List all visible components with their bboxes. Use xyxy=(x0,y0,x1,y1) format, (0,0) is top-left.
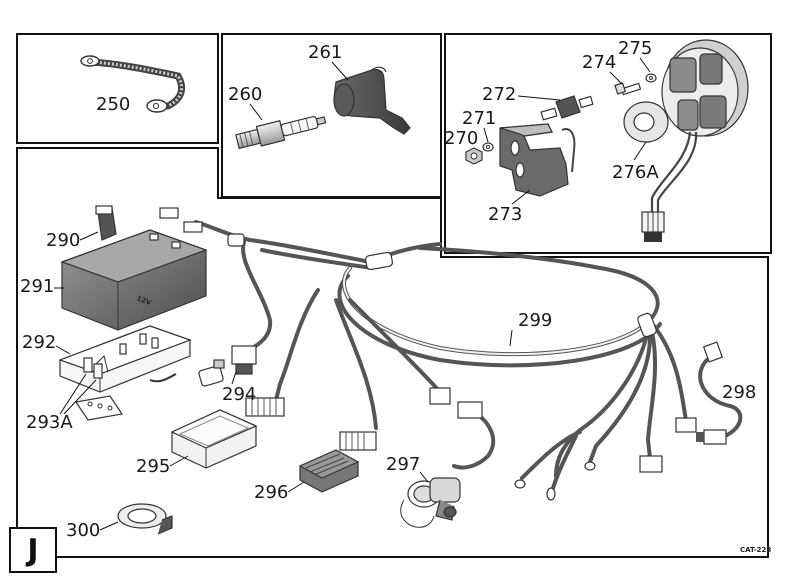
battery-tray-292 xyxy=(58,325,192,393)
wire-298 xyxy=(696,341,743,445)
ground-cable-250 xyxy=(80,55,186,113)
connector-296 xyxy=(339,431,377,451)
callout-273: 273 xyxy=(488,204,522,225)
washer-271 xyxy=(482,142,494,152)
stator-276A xyxy=(623,39,749,242)
callout-250: 250 xyxy=(96,94,130,115)
callout-260: 260 xyxy=(228,84,262,105)
callout-294: 294 xyxy=(222,384,256,405)
callout-292: 292 xyxy=(22,332,56,353)
terminal-connectors-battery xyxy=(159,207,203,233)
insulation-tape-300 xyxy=(117,503,173,535)
bolt-274 xyxy=(614,82,642,96)
callout-290: 290 xyxy=(46,230,80,251)
regulator-296 xyxy=(298,449,360,493)
frame-cable-panel xyxy=(16,33,219,144)
ignition-switch-297 xyxy=(400,477,461,528)
bracket-273 xyxy=(499,123,576,197)
callout-296: 296 xyxy=(254,482,288,503)
callout-274: 274 xyxy=(582,52,616,73)
callout-300: 300 xyxy=(66,520,100,541)
callout-261: 261 xyxy=(308,42,342,63)
washer-275 xyxy=(645,73,657,83)
callout-275: 275 xyxy=(618,38,652,59)
callout-297: 297 xyxy=(386,454,420,475)
callout-298: 298 xyxy=(722,382,756,403)
callout-271: 271 xyxy=(462,108,496,129)
callout-293A: 293A xyxy=(26,412,73,433)
callout-291: 291 xyxy=(20,276,54,297)
nut-270 xyxy=(465,147,483,165)
connector-multipin xyxy=(245,397,285,417)
callout-272: 272 xyxy=(482,84,516,105)
connector-right-1 xyxy=(639,417,697,473)
callout-276A: 276A xyxy=(612,162,659,183)
spark-plug-cap-261 xyxy=(333,66,411,135)
rubber-mount-272 xyxy=(540,95,594,121)
bolts-293A xyxy=(74,357,124,421)
connector-294 xyxy=(198,345,257,387)
catalog-code: CAT-228 xyxy=(740,546,771,554)
spark-plug-260 xyxy=(235,115,327,150)
wiring-harness-299 xyxy=(194,220,688,494)
connector-mid xyxy=(429,387,483,419)
battery-strap-290 xyxy=(95,205,117,241)
ring-terminals xyxy=(514,461,596,501)
callout-295: 295 xyxy=(136,456,170,477)
callout-299: 299 xyxy=(518,310,552,331)
frame-harness-panel xyxy=(16,147,769,558)
section-letter-badge: J xyxy=(9,527,57,573)
frame-stator-panel xyxy=(444,33,772,254)
callout-270: 270 xyxy=(444,128,478,149)
battery-291: 12V xyxy=(60,229,208,331)
control-unit-295 xyxy=(170,409,258,469)
